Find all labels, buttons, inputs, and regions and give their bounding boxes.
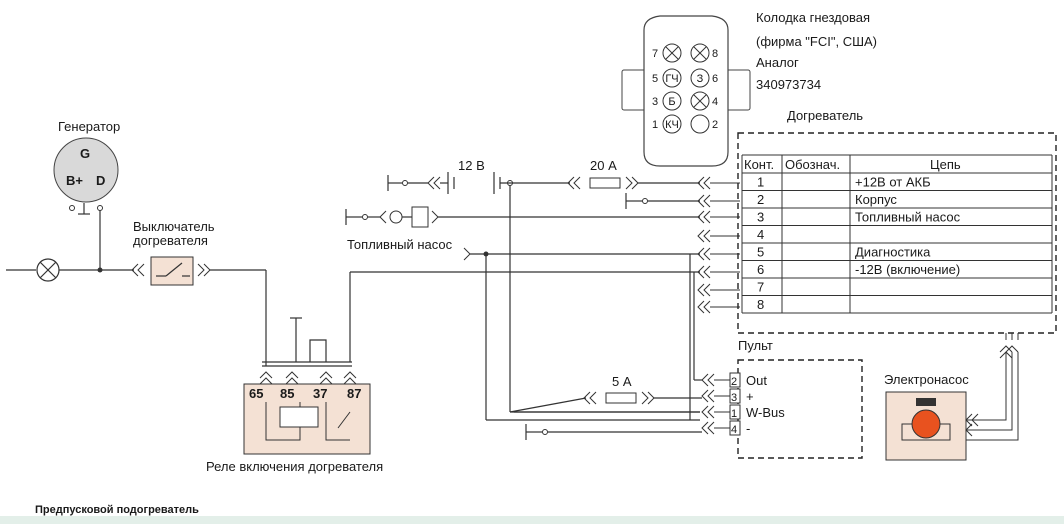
switch-label-line1: Выключатель — [133, 219, 215, 234]
connector-pin-label: ГЧ — [665, 73, 678, 85]
connector-pin-number: 5 — [652, 73, 658, 85]
connector-pin-number: 4 — [712, 96, 718, 108]
connector-pin — [690, 68, 710, 88]
fuse-5a-label: 5 А — [612, 374, 632, 389]
pump-harness — [966, 352, 1019, 441]
electric-pump-motor — [911, 409, 941, 439]
remote-pin-connector — [701, 389, 715, 403]
remote-pin-label: Out — [746, 373, 767, 388]
diagram-caption: Предпусковой подогреватель — [35, 504, 199, 516]
generator-pin-g: G — [80, 146, 90, 161]
heater-title: Догреватель — [787, 108, 863, 123]
connector-pin-label: КЧ — [665, 119, 679, 131]
fuse-5a — [605, 392, 637, 404]
table-row-circuit: +12В от АКБ — [855, 175, 931, 190]
connector-pin-label: З — [697, 73, 704, 85]
electric-pump-title: Электронасос — [884, 372, 969, 387]
footer-band — [0, 516, 1064, 524]
table-header-circuit: Цепь — [930, 157, 961, 172]
connector-line1: Колодка гнездовая — [756, 10, 870, 25]
battery: 12 В — [447, 158, 501, 194]
fuel-pump — [389, 206, 429, 228]
connector-line2: (фирма "FCI", США) — [756, 34, 877, 49]
table-row-circuit: Диагностика — [855, 245, 931, 260]
remote-pin-number: 3 — [731, 392, 737, 404]
remote-pin-label: + — [746, 389, 754, 404]
generator-pin-b: B+ — [66, 173, 83, 188]
table-row-contact: 4 — [757, 227, 764, 242]
heater-switch: Выключатель догревателя — [131, 219, 215, 286]
connector-pin-number: 2 — [712, 119, 718, 131]
connector-pin — [662, 68, 682, 88]
relay-pin-87: 87 — [347, 386, 361, 401]
table-header-designation: Обознач. — [785, 157, 840, 172]
fuse-20a-label: 20 А — [590, 158, 617, 173]
connector-pin-number: 3 — [652, 96, 658, 108]
connector-pin — [662, 91, 682, 111]
remote-pin-connector — [701, 373, 715, 387]
switch-connector-right — [197, 263, 211, 277]
relay-coil — [279, 406, 319, 428]
remote-pin-connector — [701, 421, 715, 435]
remote-pin-number: 2 — [731, 376, 737, 388]
relay-label: Реле включения догревателя — [206, 459, 383, 474]
table-row-circuit: Корпус — [855, 192, 897, 207]
remote-pin-number: 1 — [731, 408, 737, 420]
remote-title: Пульт — [738, 338, 773, 353]
connector-pin-number: 7 — [652, 48, 658, 60]
table-row-contact: 2 — [757, 192, 764, 207]
connector-pin-number: 6 — [712, 73, 718, 85]
battery-label: 12 В — [458, 158, 485, 173]
relay-pin-37: 37 — [313, 386, 327, 401]
connector-pin — [690, 114, 710, 134]
heater-pin-table: Конт. Обознач. Цепь 1 +12В от АКБ 2 Корпус 3 Топ… — [741, 154, 1053, 314]
table-row-circuit: -12В (включение) — [855, 262, 960, 277]
generator-terminal-b — [69, 205, 75, 211]
fuel-pump-label: Топливный насос — [347, 237, 453, 252]
table-row-contact: 6 — [757, 262, 764, 277]
generator-title: Генератор — [58, 119, 120, 134]
heater-connector — [697, 176, 711, 314]
table-row-circuit: Топливный насос — [855, 210, 961, 225]
table-row-contact: 8 — [757, 297, 764, 312]
fuse-20a — [589, 177, 621, 189]
remote-connector: 2 Out 3 +1 W-Bus 4- — [701, 372, 785, 436]
generator-terminal-d — [97, 205, 103, 211]
remote-pin-connector — [701, 405, 715, 419]
generator-pin-d: D — [96, 173, 105, 188]
switch-label-line2: догревателя — [133, 233, 208, 248]
connector-pin-number: 1 — [652, 119, 658, 131]
connector-pin-label: Б — [668, 96, 675, 108]
connector-line4: 340973734 — [756, 77, 821, 92]
warning-lamp — [36, 258, 60, 282]
heater-relay: 65 85 37 87 Реле включения догревателя — [206, 383, 383, 474]
table-row-contact: 1 — [757, 175, 764, 190]
remote-pin-label: - — [746, 421, 750, 436]
relay-pin-85: 85 — [280, 386, 294, 401]
generator-body — [53, 137, 119, 203]
table-row-contact: 5 — [757, 245, 764, 260]
table-row-contact: 7 — [757, 280, 764, 295]
table-row-contact: 3 — [757, 210, 764, 225]
junction-dot — [97, 267, 103, 273]
remote-pin-number: 4 — [731, 424, 737, 436]
table-header-contact: Конт. — [744, 157, 774, 172]
switch-connector-left — [131, 263, 145, 277]
connector-pin-number: 8 — [712, 48, 718, 60]
connector-pin — [662, 114, 682, 134]
connector-line3: Аналог — [756, 55, 799, 70]
relay-pin-65: 65 — [249, 386, 263, 401]
heater-box — [737, 132, 1057, 334]
generator: Генератор G B+ D — [53, 119, 120, 215]
remote-pin-label: W-Bus — [746, 405, 785, 420]
